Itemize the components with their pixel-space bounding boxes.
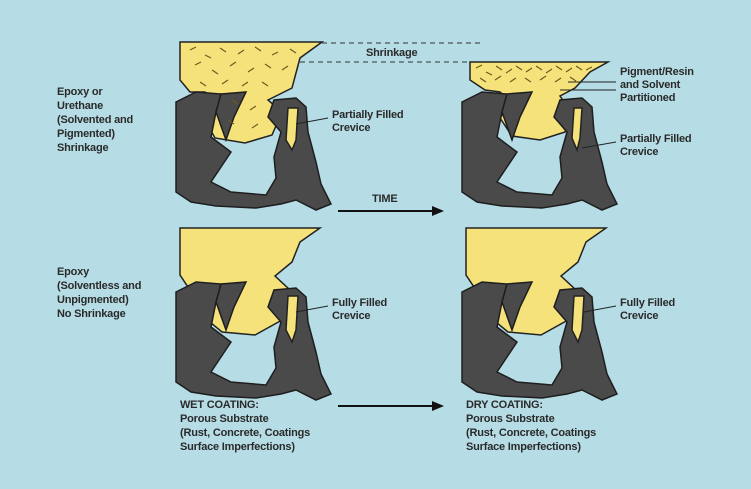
callout-fully-filled-right: Fully Filled Crevice [583, 297, 675, 322]
svg-text:Shrinkage: Shrinkage [57, 142, 108, 154]
callout-partially-filled-right: Partially Filled Crevice [581, 133, 692, 158]
shrinkage-label: Shrinkage [366, 47, 417, 59]
pigment-particles [189, 46, 297, 129]
svg-text:and Solvent: and Solvent [620, 79, 681, 91]
svg-text:(Solvented and: (Solvented and [57, 114, 133, 126]
svg-text:WET COATING:: WET COATING: [180, 399, 259, 411]
time-label: TIME [372, 193, 397, 205]
svg-text:Crevice: Crevice [620, 310, 658, 322]
wet-coating-caption: WET COATING: Porous Substrate (Rust, Con… [180, 399, 310, 453]
svg-text:Crevice: Crevice [332, 310, 370, 322]
svg-text:Unpigmented): Unpigmented) [57, 294, 129, 306]
svg-text:Pigmented): Pigmented) [57, 128, 115, 140]
panel-wet-shrinkage [175, 41, 332, 211]
row2-type-label: Epoxy (Solventless and Unpigmented) No S… [57, 266, 141, 320]
dry-coating-caption: DRY COATING: Porous Substrate (Rust, Con… [466, 399, 596, 453]
svg-text:Urethane: Urethane [57, 100, 103, 112]
panel-wet-no-shrinkage [175, 227, 332, 401]
svg-text:(Rust, Concrete, Coatings: (Rust, Concrete, Coatings [466, 427, 596, 439]
svg-text:Crevice: Crevice [332, 122, 370, 134]
svg-text:Porous Substrate: Porous Substrate [180, 413, 269, 425]
panel-dry-shrinkage [461, 61, 618, 211]
callout-fully-filled-left: Fully Filled Crevice [295, 297, 387, 322]
svg-text:Crevice: Crevice [620, 146, 658, 158]
svg-text:(Solventless and: (Solventless and [57, 280, 141, 292]
panel-dry-no-shrinkage [461, 227, 618, 401]
pigment-particles-dense [475, 64, 593, 83]
svg-text:Fully Filled: Fully Filled [332, 297, 387, 309]
svg-text:(Rust, Concrete, Coatings: (Rust, Concrete, Coatings [180, 427, 310, 439]
svg-text:Porous Substrate: Porous Substrate [466, 413, 555, 425]
svg-text:Partially Filled: Partially Filled [332, 109, 403, 121]
wet-to-dry-arrow [338, 401, 444, 411]
time-arrow: TIME [338, 193, 444, 216]
svg-text:Partially Filled: Partially Filled [620, 133, 691, 145]
svg-text:Surface Imperfections): Surface Imperfections) [180, 441, 295, 453]
svg-text:Partitioned: Partitioned [620, 92, 675, 104]
row1-type-label: Epoxy or Urethane (Solvented and Pigment… [57, 86, 133, 154]
callout-partially-filled-left: Partially Filled Crevice [295, 109, 404, 134]
svg-text:Epoxy: Epoxy [57, 266, 90, 278]
svg-text:Surface Imperfections): Surface Imperfections) [466, 441, 581, 453]
svg-text:Fully Filled: Fully Filled [620, 297, 675, 309]
svg-text:DRY COATING:: DRY COATING: [466, 399, 543, 411]
svg-text:No Shrinkage: No Shrinkage [57, 308, 126, 320]
svg-text:Pigment/Resin: Pigment/Resin [620, 66, 694, 78]
svg-text:Epoxy or: Epoxy or [57, 86, 103, 98]
callout-pigment-resin: Pigment/Resin and Solvent Partitioned [560, 66, 694, 104]
